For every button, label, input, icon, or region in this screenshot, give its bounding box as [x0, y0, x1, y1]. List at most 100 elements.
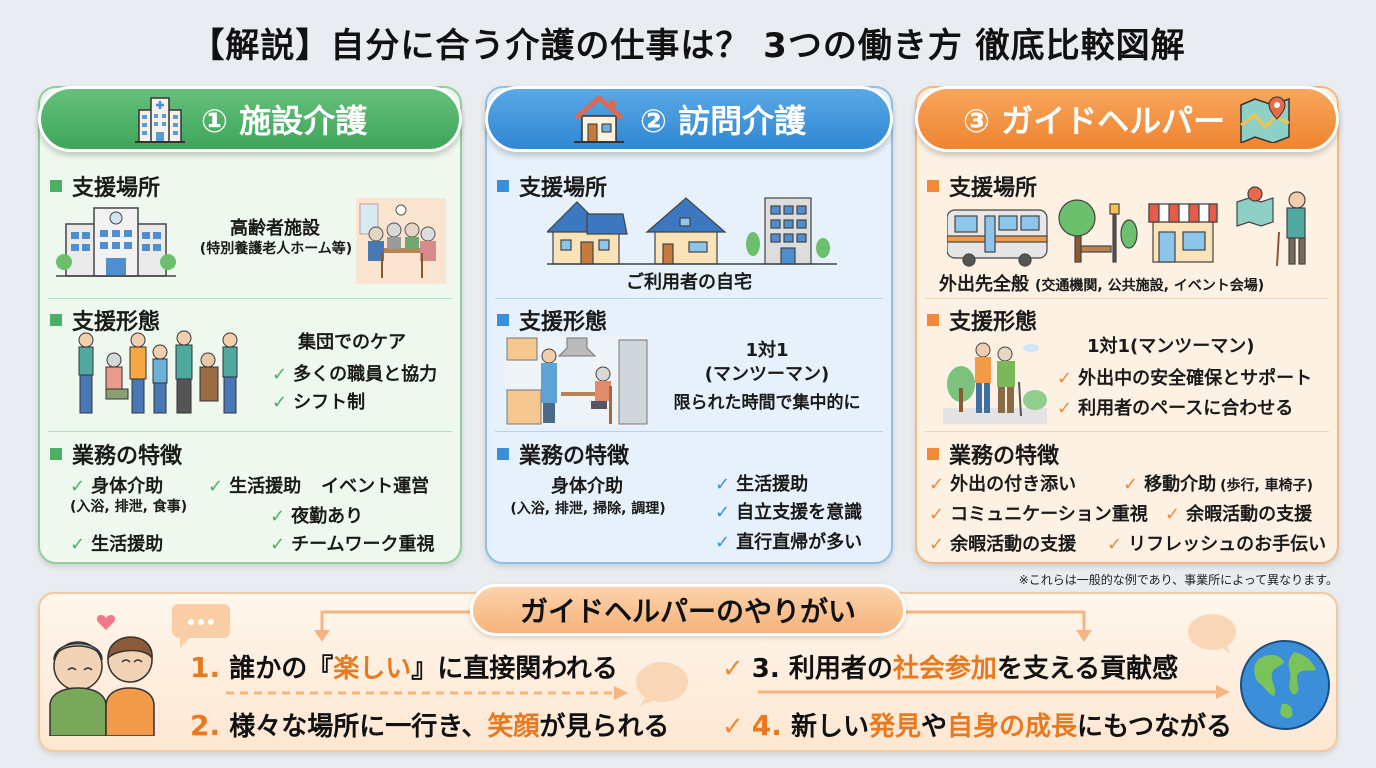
disclaimer-note: ※これらは一般的な例であり、事業所によって異なります。: [1018, 573, 1338, 587]
check-icon: ✓: [715, 502, 731, 523]
bullet-square-icon: [497, 314, 509, 326]
check-icon: ✓: [272, 364, 288, 385]
helper-walking-with-elderly-illustration: [943, 342, 1047, 424]
place-main-text: 高齢者施設: [230, 218, 320, 239]
feature-item: ✓自立支援を意識: [715, 502, 863, 523]
form-check-item: ✓シフト制: [272, 392, 366, 413]
feature-item: ✓身体介助: [70, 476, 164, 497]
section-heading: 支援場所: [949, 176, 1038, 201]
section-place: 支援場所: [927, 170, 1327, 202]
form-line-1: 1対1: [745, 340, 789, 361]
feature-main-text: 身体介助: [551, 476, 623, 497]
feature-item: ✓直行直帰が多い: [715, 532, 863, 553]
section-place: 支援場所: [497, 170, 881, 202]
feature-item: ✓余暇活動の支援: [929, 534, 1077, 555]
form-check-item: ✓利用者のペースに合わせる: [1057, 398, 1294, 419]
place-main-text: ご利用者の自宅: [626, 272, 752, 293]
feature-item: ✓コミュニケーション重視: [929, 504, 1148, 525]
form-line-3: 限られた時間で集中的に: [673, 393, 861, 413]
check-icon: ✓: [929, 474, 945, 495]
feature-sub-text: (入浴, 排泄, 掃除, 調理): [510, 501, 666, 517]
divider: [48, 431, 452, 432]
speech-bubble-icon: [1188, 614, 1236, 654]
section-form: 支援形態: [50, 304, 450, 336]
form-main-text: 集団でのケア: [298, 332, 406, 353]
feature-item: ✓生活援助イベント運営: [208, 476, 430, 497]
check-icon: ✓: [1123, 474, 1139, 495]
bullet-square-icon: [927, 314, 939, 326]
bullet-square-icon: [927, 448, 939, 460]
outing-destinations-illustration: [947, 186, 1306, 267]
section-features: 業務の特徴: [927, 438, 1327, 470]
check-icon: ✓: [722, 654, 744, 684]
merit-item-4: ✓4. 新しい発見や自身の成長にもつながる: [722, 709, 1233, 742]
divider: [48, 298, 452, 299]
check-icon: ✓: [929, 504, 945, 525]
elderly-and-helper-avatars: [49, 615, 155, 736]
bullet-square-icon: [50, 180, 62, 192]
check-icon: ✓: [715, 532, 731, 553]
nursing-home-building-icon: [56, 207, 176, 277]
feature-item: ✓生活援助: [70, 534, 164, 555]
card-facility-care: ① 施設介護 支援場所 高齢者施設 (特別養護老人ホーム等) 支援形態: [38, 86, 462, 564]
check-icon: ✓: [1057, 368, 1073, 389]
divider: [495, 298, 883, 299]
section-heading: 業務の特徴: [519, 444, 630, 469]
check-icon: ✓: [70, 476, 86, 497]
feature-sub-text: (入浴, 排泄, 食事): [70, 499, 188, 515]
elderly-people-at-table-illustration: [356, 198, 446, 284]
feature-item: ✓外出の付き添い: [929, 474, 1077, 495]
divider: [925, 298, 1329, 299]
page-title: 【解説】自分に合う介護の仕事は？ 3つの働き方 徹底比較図解: [190, 26, 1186, 66]
feature-item: ✓余暇活動の支援: [1165, 504, 1313, 525]
map-pin-icon: [1240, 96, 1290, 143]
card-title: ② 訪問介護: [639, 102, 807, 140]
care-staff-group-illustration: [78, 330, 238, 414]
rewards-title: ガイドヘルパーのやりがい: [470, 584, 906, 636]
feature-item: ✓リフレッシュのお手伝い: [1107, 534, 1327, 555]
bullet-square-icon: [50, 314, 62, 326]
check-icon: ✓: [929, 534, 945, 555]
bullet-square-icon: [497, 180, 509, 192]
houses-and-apartment-icon: [547, 197, 837, 265]
divider: [925, 431, 1329, 432]
check-icon: ✓: [272, 392, 288, 413]
section-form: 支援形態: [497, 304, 881, 336]
section-features: 業務の特徴: [50, 438, 450, 470]
check-icon: ✓: [270, 534, 286, 555]
section-place: 支援場所: [50, 170, 450, 202]
check-icon: ✓: [1107, 534, 1123, 555]
section-features: 業務の特徴: [497, 438, 881, 470]
merit-item-2: 2. 様々な場所に一行き、笑顔が見られる: [190, 709, 670, 742]
check-icon: ✓: [270, 506, 286, 527]
section-heading: 業務の特徴: [72, 444, 183, 469]
section-heading: 業務の特徴: [949, 444, 1060, 469]
section-heading: 支援形態: [72, 310, 161, 335]
check-icon: ✓: [70, 534, 86, 555]
bullet-square-icon: [50, 448, 62, 460]
check-icon: ✓: [1057, 398, 1073, 419]
check-icon: ✓: [208, 476, 224, 497]
form-check-item: ✓外出中の安全確保とサポート: [1057, 368, 1313, 389]
kitchen-care-illustration: [505, 336, 649, 426]
speech-bubble-icon: [636, 662, 688, 706]
feature-item: ✓チームワーク重視: [270, 534, 435, 555]
form-main-text: 1対1(マンツーマン): [1087, 336, 1255, 357]
feature-item: ✓生活援助: [715, 474, 809, 495]
card-title: ① 施設介護: [200, 102, 368, 140]
house-icon: [573, 95, 624, 143]
card-header: ③ ガイドヘルパー: [915, 86, 1339, 152]
card-title: ③ ガイドヘルパー: [962, 102, 1226, 140]
check-icon: ✓: [715, 474, 731, 495]
bullet-square-icon: [497, 448, 509, 460]
merit-item-3: ✓3. 利用者の社会参加を支える貢献感: [722, 654, 1179, 684]
section-heading: 支援形態: [949, 310, 1038, 335]
check-icon: ✓: [1165, 504, 1181, 525]
form-line-2: (マンツーマン): [704, 364, 830, 385]
card-header: ② 訪問介護: [485, 86, 893, 152]
speech-bubble-icon: [172, 604, 230, 648]
place-text: 外出先全般(交通機関, 公共施設, イベント会場): [939, 274, 1265, 295]
merit-item-1: 1. 誰かの『楽しい』に直接関われる: [190, 651, 618, 684]
place-sub-text: (特別養護老人ホーム等): [199, 241, 353, 257]
